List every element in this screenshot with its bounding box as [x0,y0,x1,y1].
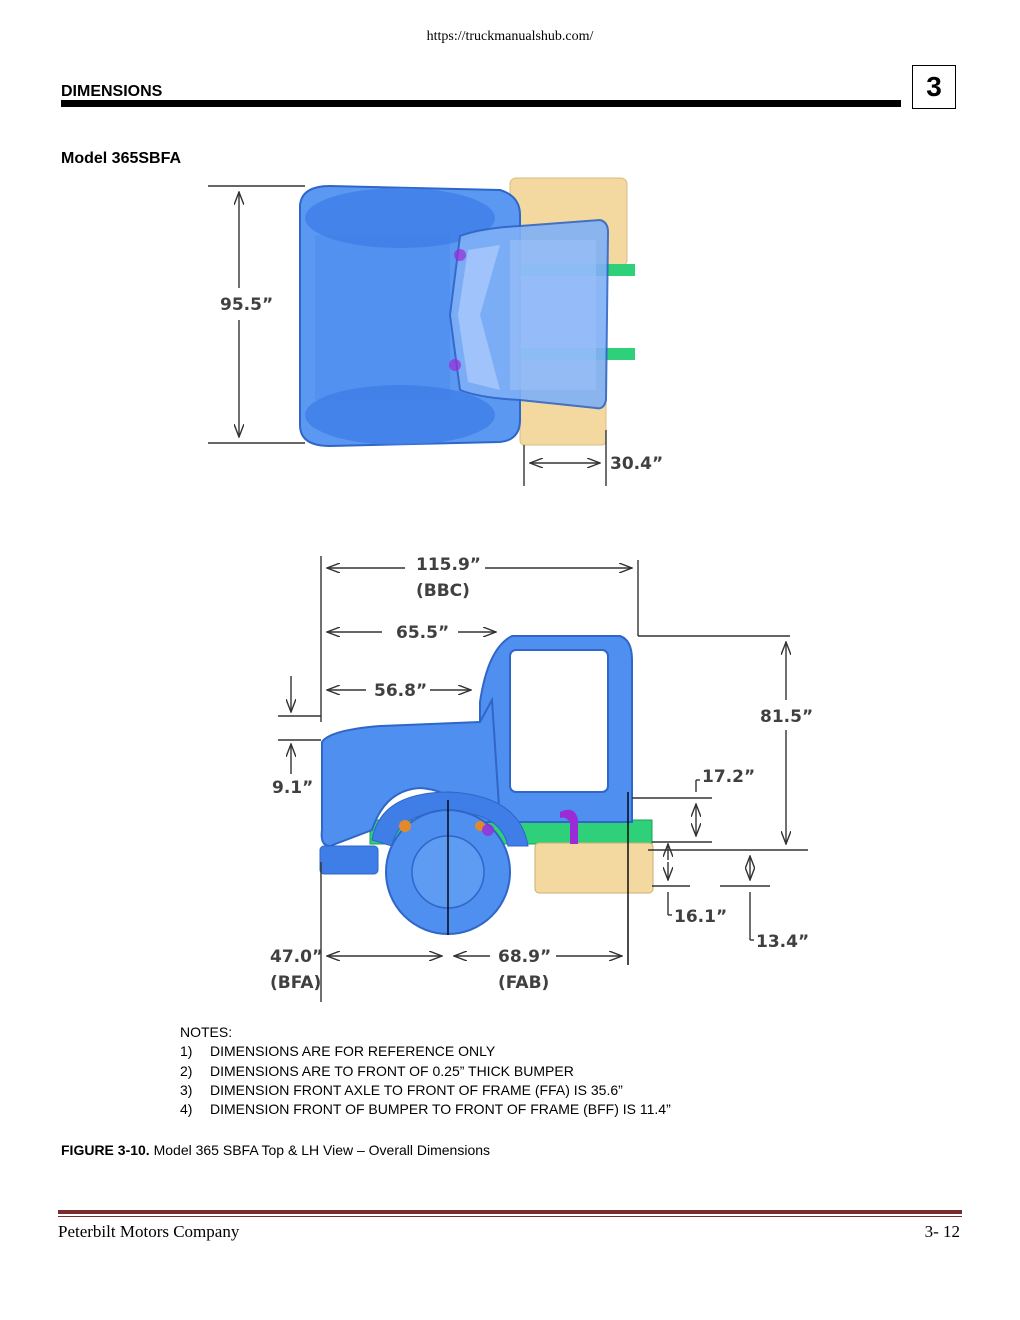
top-detail-purple-2 [449,359,461,371]
note-text: DIMENSIONS ARE TO FRONT OF 0.25” THICK B… [210,1062,574,1079]
note-item: 2) DIMENSIONS ARE TO FRONT OF 0.25” THIC… [180,1062,671,1081]
dim-9: 9.1” [272,778,313,798]
header-rule [61,100,901,107]
chapter-number-box: 3 [912,65,956,109]
top-cab-roof [510,240,596,390]
note-item: 4) DIMENSION FRONT OF BUMPER TO FRONT OF… [180,1100,671,1119]
note-text: DIMENSION FRONT OF BUMPER TO FRONT OF FR… [210,1101,671,1118]
dim-65: 65.5” [396,623,449,643]
dim-height-81: 81.5” [760,707,813,727]
dim-fab-label: (FAB) [498,973,549,993]
figure-caption-text: Model 365 SBFA Top & LH View – Overall D… [149,1142,491,1158]
notes: NOTES: 1) DIMENSIONS ARE FOR REFERENCE O… [180,1023,671,1119]
section-title: DIMENSIONS [61,83,163,100]
side-fuel-tank [534,842,654,894]
dim-56: 56.8” [374,681,427,701]
dim-16: 16.1” [674,907,727,927]
note-number: 1) [180,1043,193,1060]
side-cab-window [509,649,609,793]
note-number: 2) [180,1062,193,1079]
dim-bbc-label: (BBC) [416,581,470,601]
footer-company: Peterbilt Motors Company [58,1222,240,1241]
dim-fab-value: 68.9” [498,947,551,967]
dim-13: 13.4” [756,932,809,952]
top-fender-right [305,385,495,445]
dim-bfa-label: (BFA) [270,973,321,993]
footer-page-number: 3- 12 [924,1222,960,1241]
dim-width-95: 95.5” [220,295,273,315]
note-item: 3) DIMENSION FRONT AXLE TO FRONT OF FRAM… [180,1081,671,1100]
source-url[interactable]: https://truckmanualshub.com/ [426,29,594,44]
truck-top-view [299,177,635,448]
model-title: Model 365SBFA [61,150,182,167]
top-fender-left [305,188,495,248]
note-text: DIMENSION FRONT AXLE TO FRONT OF FRAME (… [210,1081,623,1098]
top-hood-center [315,235,450,400]
truck-side-view [319,635,654,965]
note-number: 3) [180,1081,193,1098]
side-view-dimensions: 115.9” (BBC) 65.5” 56.8” 9.1” 81.5” 17.2… [270,555,813,1002]
side-detail-orange [399,820,411,832]
side-detail-purple [482,824,494,836]
note-number: 4) [180,1101,193,1118]
side-bumper [319,845,379,875]
top-view-dimensions: 95.5” 30.4” [208,185,663,486]
top-cab-windshield [458,245,500,390]
side-exhaust-purple [560,809,578,844]
note-item: 1) DIMENSIONS ARE FOR REFERENCE ONLY [180,1042,671,1061]
dim-17: 17.2” [702,767,755,787]
figure-caption: FIGURE 3-10. Model 365 SBFA Top & LH Vie… [61,1142,490,1158]
side-hood [320,696,502,848]
top-detail-purple [454,249,466,261]
note-text: DIMENSIONS ARE FOR REFERENCE ONLY [210,1043,496,1060]
dim-bbc-value: 115.9” [416,555,481,575]
figure-caption-label: FIGURE 3-10. [61,1142,150,1158]
footer-rule-thin [58,1216,962,1217]
dim-bfa-value: 47.0” [270,947,323,967]
footer-rule [58,1210,962,1214]
notes-heading: NOTES: [180,1024,233,1040]
dim-rear-30: 30.4” [610,454,663,474]
